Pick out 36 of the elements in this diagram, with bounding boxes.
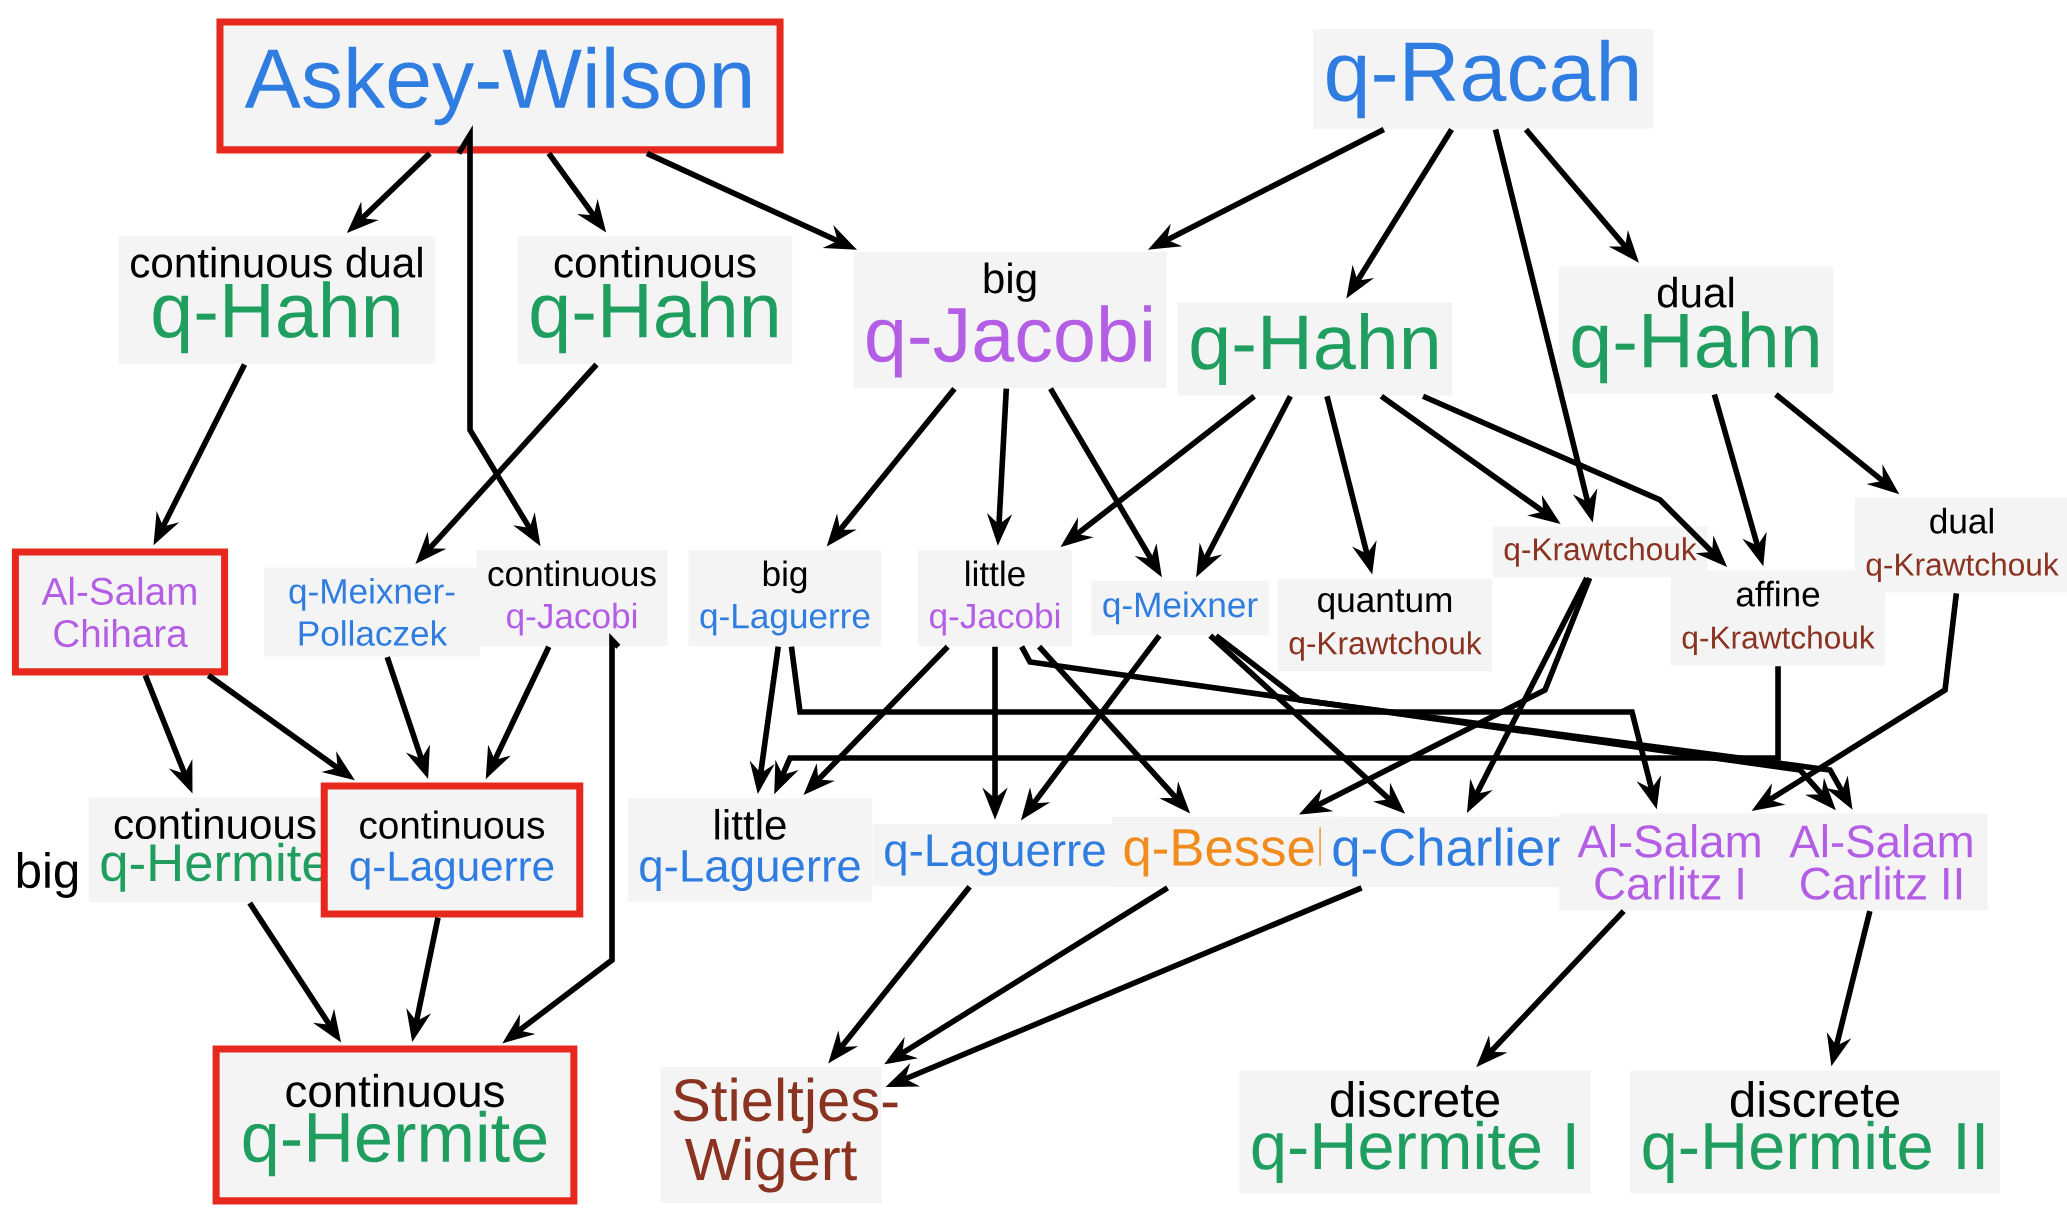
polynomial-box: continuous q-Hahn	[517, 236, 793, 364]
polynomial-box: Al-Salam Carlitz I	[1559, 813, 1781, 911]
node-label: q-Meixner-Pollaczek	[289, 577, 455, 646]
polynomial-box: Al-Salam Carlitz II	[1776, 813, 1988, 911]
polynomial-box: big q-Jacobi	[853, 251, 1167, 388]
polynomial-box: q-Laguerre	[872, 823, 1118, 886]
polynomial-box: little q-Laguerre	[627, 798, 873, 902]
polynomial-box: discrete q-Hermite I	[1239, 1070, 1591, 1194]
node-label: q-Laguerre	[640, 850, 860, 892]
node-label: q-Jacobi	[507, 602, 637, 636]
polynomial-box: continuous q-Jacobi	[476, 549, 668, 646]
node-label: Al-Salam Carlitz I	[1577, 824, 1760, 900]
node-label: little	[715, 808, 786, 840]
polynomial-box: q-Hahn	[1177, 302, 1453, 396]
node-label: continuous	[488, 560, 656, 587]
polynomial-box: little q-Jacobi	[918, 549, 1072, 646]
polynomial-box: dual q-Krawtchouk	[1854, 497, 2067, 593]
polynomial-box: discrete q-Hermite II	[1630, 1070, 2000, 1194]
node-label: q-Laguerre	[885, 834, 1105, 876]
polynomial-box: q-Meixner	[1091, 581, 1269, 635]
polynomial-box: big q-Laguerre	[688, 549, 882, 646]
highlighted-box: continuous q-Hermite	[212, 1045, 578, 1205]
polynomial-box: q-Meixner-Pollaczek	[263, 567, 481, 657]
qualifier-label: big	[17, 852, 78, 898]
polynomial-box: continuous dual q-Hahn	[118, 236, 436, 364]
highlighted-box: Al-Salam Chihara	[11, 548, 229, 676]
polynomial-box: dual q-Hahn	[1558, 266, 1834, 394]
polynomial-box: q-Racah	[1313, 29, 1653, 129]
highlighted-box: Askey-Wilson	[216, 18, 784, 154]
highlighted-box: continuous q-Laguerre	[320, 782, 584, 918]
polynomial-box: Stieltjes-Wigert	[660, 1067, 898, 1203]
node-label: Al-Salam Carlitz II	[1789, 824, 1972, 900]
polynomial-box: continuous q-Hermite	[88, 797, 342, 903]
polynomial-box: q-Krawtchouk	[1492, 526, 1708, 578]
polynomial-box: q-Charlier	[1320, 816, 1574, 888]
polynomial-box: quantum q-Krawtchouk	[1277, 578, 1493, 672]
